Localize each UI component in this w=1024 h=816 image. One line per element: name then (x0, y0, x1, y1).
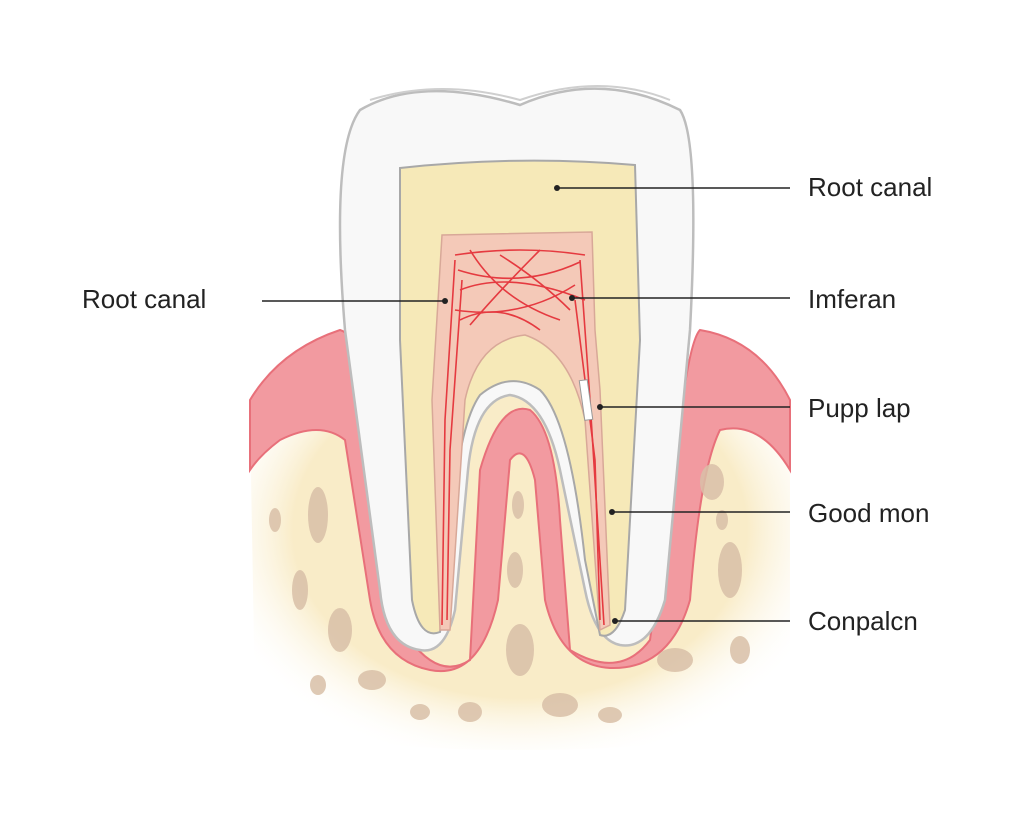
leader-lines (262, 187, 790, 622)
label-pupp-lap: Pupp lap (808, 393, 911, 423)
label-good-mon: Good mon (808, 498, 930, 528)
label-root-canal-right: Root canal (808, 172, 933, 202)
enamel-highlight (369, 85, 671, 102)
label-root-canal-left: Root canal (82, 284, 207, 314)
canal-instrument (578, 379, 594, 421)
pulp-nerves (441, 249, 605, 626)
label-imferan: Imferan (808, 284, 897, 314)
bone-pores (269, 464, 750, 723)
label-conpalcn: Conpalcn (808, 606, 918, 636)
leader-dots (442, 185, 618, 624)
